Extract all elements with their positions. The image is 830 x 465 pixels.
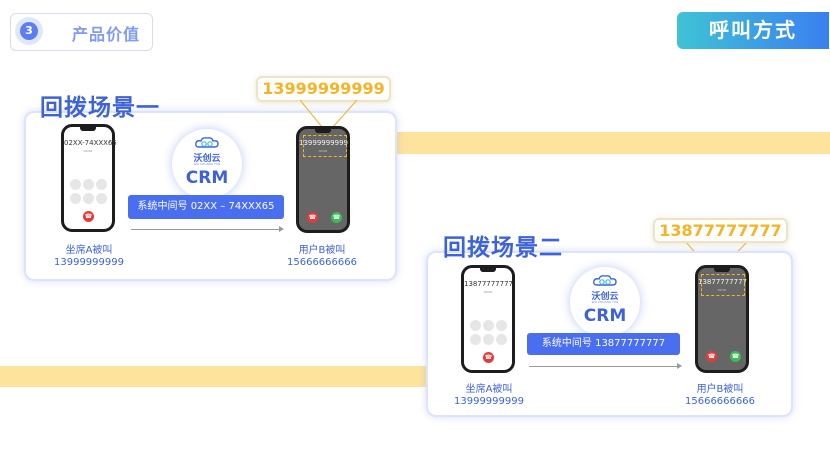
agent-label: 坐席A被叫 [465,384,513,395]
keypad-key [96,193,107,204]
scene-one-user-phone: 13999999999 00:00 ☎ ☎ [296,126,350,233]
crm-brand-english: WO CHUANG YUN [591,300,619,304]
scene-two-call-arrow [529,366,677,367]
call-mode-label: 呼叫方式 [677,12,829,49]
call-timer: 00:00 [717,288,727,292]
phone-number-display: 13877777777 [464,280,513,288]
agent-number: 13999999999 [454,396,524,407]
scene-two-agent-caption: 坐席A被叫 13999999999 [448,384,530,408]
scene-two-title: 回拨场景二 [443,235,563,261]
keypad-key [483,334,494,345]
phone-number-display: 13877777777 [698,278,747,286]
phone-number-display: 02XX-74XXX65 [64,139,117,147]
keypad-key [470,334,481,345]
scene-one-title: 回拨场景一 [40,95,160,121]
answer-icon: ☎ [730,351,741,362]
crm-brand-name: 沃创云 [591,292,619,302]
hang-up-icon: ☎ [483,352,494,363]
user-number: 15666666666 [685,396,755,407]
keypad-key [70,179,81,190]
keypad-key [496,334,507,345]
scene-one-crm-logo: 沃创云 WO CHUANG YUN CRM [172,129,242,199]
section-number: 3 [20,22,38,40]
decor-stripe-right [376,132,830,154]
scene-one-relay-number: 系统中间号 02XX – 74XXX65 [128,195,284,219]
scene-one-agent-phone: 02XX-74XXX65 00:00 ☎ [61,124,117,232]
agent-number: 13999999999 [54,257,124,268]
keypad-key [96,179,107,190]
scene-one-agent-caption: 坐席A被叫 13999999999 [48,245,130,269]
scene-two-user-phone: 13877777777 00:00 ☎ ☎ [695,265,749,373]
number-highlight-frame [701,274,745,296]
call-timer: 00:00 [318,149,328,153]
arrow-right-icon [279,226,284,232]
call-timer: 00:00 [83,149,93,153]
crm-label: CRM [185,168,229,188]
scene-one-call-arrow [131,229,279,230]
user-number: 15666666666 [287,257,357,268]
cloud-logo-icon [593,275,617,286]
keypad-key [470,320,481,331]
scene-one-shown-number: 13999999999 [256,76,391,102]
scene-two-shown-number: 13877777777 [653,218,788,243]
scene-two-user-caption: 用户B被叫 15666666666 [679,384,761,408]
decline-icon: ☎ [307,212,318,223]
crm-label: CRM [583,306,627,326]
decline-icon: ☎ [706,351,717,362]
user-label: 用户B被叫 [696,384,744,395]
phone-number-display: 13999999999 [299,139,348,147]
cloud-logo-icon [195,137,219,148]
arrow-right-icon [677,363,682,369]
scene-one-user-caption: 用户B被叫 15666666666 [281,245,363,269]
hang-up-icon: ☎ [83,211,94,222]
crm-brand-name: 沃创云 [193,154,221,164]
user-label: 用户B被叫 [298,245,346,256]
keypad-key [70,193,81,204]
call-timer: 00:00 [483,290,493,294]
answer-icon: ☎ [331,212,342,223]
keypad-key [83,193,94,204]
agent-label: 坐席A被叫 [65,245,113,256]
crm-brand-english: WO CHUANG YUN [193,162,221,166]
scene-two-agent-phone: 13877777777 00:00 ☎ [461,265,515,373]
keypad-key [483,320,494,331]
scene-two-crm-logo: 沃创云 WO CHUANG YUN CRM [570,267,640,337]
scene-two-relay-number: 系统中间号 13877777777 [527,333,680,355]
decor-stripe-left [0,366,445,387]
section-title: 产品价值 [72,25,141,44]
number-highlight-frame [303,135,347,157]
keypad-key [496,320,507,331]
keypad-key [83,179,94,190]
